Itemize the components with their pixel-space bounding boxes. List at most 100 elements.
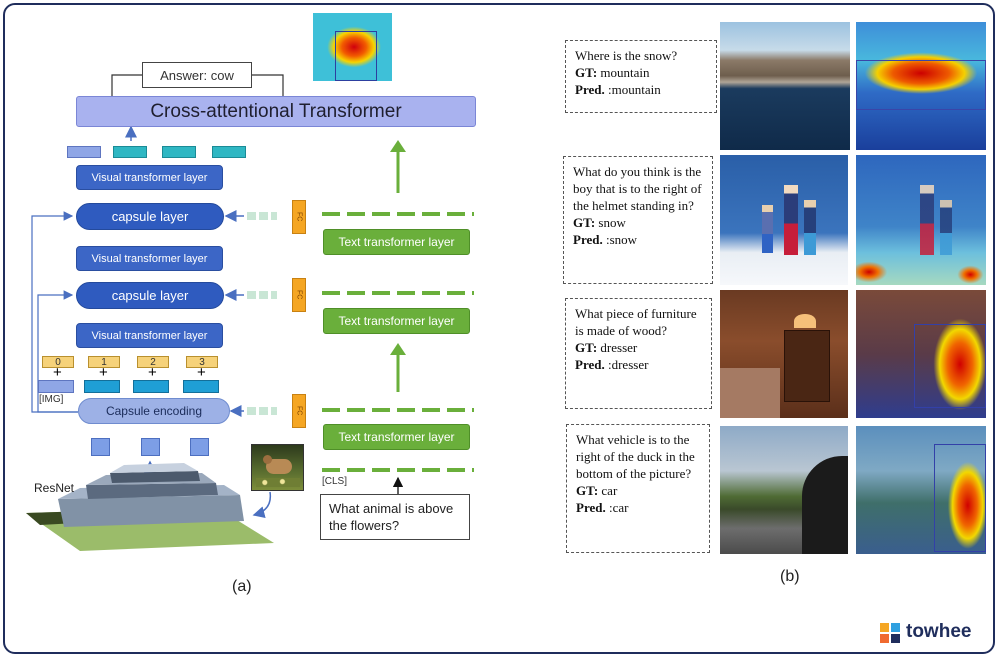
gt-value: car xyxy=(601,483,618,498)
text-layer-label: Text transformer layer xyxy=(338,235,455,249)
child-figure xyxy=(920,185,934,255)
plus-sign: + xyxy=(197,364,206,381)
attention-bbox xyxy=(856,60,986,110)
gt-value: dresser xyxy=(600,340,638,355)
panel-label-b: (b) xyxy=(780,568,800,585)
gt-value: snow xyxy=(598,215,626,230)
output-token xyxy=(162,146,196,158)
fc-block-2: FC xyxy=(292,200,306,234)
position-index: 1 xyxy=(88,356,120,368)
answer-label: Answer: cow xyxy=(160,67,234,83)
example-1-image xyxy=(720,22,850,150)
text-token-row xyxy=(322,212,474,216)
attention-bbox xyxy=(934,444,986,552)
fc-feature-strip xyxy=(247,212,277,220)
input-image-cow xyxy=(251,444,304,491)
img-token-label: [IMG] xyxy=(39,394,64,405)
visual-layer-label: Visual transformer layer xyxy=(91,252,208,265)
fc-feature-strip xyxy=(247,291,277,299)
gt-label: GT: xyxy=(573,215,596,230)
patch-token xyxy=(84,380,120,393)
gt-label: GT: xyxy=(575,65,598,80)
resnet-feature xyxy=(141,438,160,456)
attention-bbox xyxy=(914,324,986,408)
cross-attentional-transformer: Cross-attentional Transformer xyxy=(76,96,476,127)
example-4-image xyxy=(720,426,848,554)
position-index: 0 xyxy=(42,356,74,368)
text-layer-label: Text transformer layer xyxy=(338,314,455,328)
attention-bbox xyxy=(335,31,377,81)
example-4-heatmap xyxy=(856,426,986,554)
pred-label: Pred. xyxy=(575,357,605,372)
question-text: What animal is above the flowers? xyxy=(329,501,454,533)
example-3-image xyxy=(720,290,848,418)
visual-transformer-layer-3: Visual transformer layer xyxy=(76,165,223,190)
answer-box: Answer: cow xyxy=(142,62,252,88)
question-box: What animal is above the flowers? xyxy=(320,494,470,540)
resnet-feature xyxy=(91,438,110,456)
resnet-label: ResNet xyxy=(34,481,75,495)
gt-label: GT: xyxy=(576,483,599,498)
capsule-encoding-label: Capsule encoding xyxy=(105,404,203,418)
cow-head xyxy=(263,455,272,464)
patch-token xyxy=(133,380,169,393)
resnet-pyramid xyxy=(26,463,274,551)
pred-label: Pred. xyxy=(573,232,603,247)
bed xyxy=(720,368,780,418)
capsule-layer-2: capsule layer xyxy=(76,203,224,230)
capsule-layer-1: capsule layer xyxy=(76,282,224,309)
plus-sign: + xyxy=(99,364,108,381)
fc-block-1: FC xyxy=(292,278,306,312)
fc-block-0: FC xyxy=(292,394,306,428)
towhee-logo-icon xyxy=(880,623,900,643)
child-figure xyxy=(940,200,952,255)
output-token xyxy=(212,146,246,158)
pred-value: :snow xyxy=(605,232,638,247)
cls-token-label: [CLS] xyxy=(322,476,348,487)
text-transformer-layer-1: Text transformer layer xyxy=(323,424,470,450)
text-layer-label: Text transformer layer xyxy=(338,430,455,444)
visual-layer-label: Visual transformer layer xyxy=(91,329,208,342)
example-question: Where is the snow? xyxy=(575,48,678,63)
capsule-layer-label: capsule layer xyxy=(111,288,189,303)
output-token xyxy=(67,146,101,158)
position-index: 2 xyxy=(137,356,169,368)
resnet-feature xyxy=(190,438,209,456)
example-1-heatmap xyxy=(856,22,986,150)
example-question: What vehicle is to the right of the duck… xyxy=(576,432,695,481)
example-3-heatmap xyxy=(856,290,986,418)
car-mirror xyxy=(802,456,848,554)
example-question: What piece of furniture is made of wood? xyxy=(575,306,697,338)
plus-sign: + xyxy=(148,364,157,381)
pred-value: :mountain xyxy=(607,82,661,97)
child-figure xyxy=(804,200,816,255)
output-token xyxy=(113,146,147,158)
child-figure xyxy=(784,185,798,255)
dresser xyxy=(784,330,830,402)
example-1-text: Where is the snow? GT: mountain Pred. :m… xyxy=(565,40,717,113)
pred-value: :dresser xyxy=(607,357,649,372)
capsule-layer-label: capsule layer xyxy=(111,209,189,224)
capsule-encoding: Capsule encoding xyxy=(78,398,230,424)
patch-token xyxy=(183,380,219,393)
towhee-logo: towhee xyxy=(880,621,990,644)
gt-value: mountain xyxy=(600,65,650,80)
flowers xyxy=(256,478,300,487)
pred-label: Pred. xyxy=(575,82,605,97)
text-token-row xyxy=(322,291,474,295)
cross-transformer-label: Cross-attentional Transformer xyxy=(150,100,402,122)
outer-border xyxy=(3,3,995,654)
visual-layer-label: Visual transformer layer xyxy=(91,171,208,184)
text-token-row xyxy=(322,468,474,472)
example-3-text: What piece of furniture is made of wood?… xyxy=(565,298,712,409)
cow-shape xyxy=(266,459,292,474)
gt-label: GT: xyxy=(575,340,598,355)
example-question: What do you think is the boy that is to … xyxy=(573,164,702,213)
plus-sign: + xyxy=(53,364,62,381)
visual-transformer-layer-2: Visual transformer layer xyxy=(76,246,223,271)
text-token-row xyxy=(322,408,474,412)
text-transformer-layer-3: Text transformer layer xyxy=(323,229,470,255)
example-4-text: What vehicle is to the right of the duck… xyxy=(566,424,710,553)
fc-feature-strip xyxy=(247,407,277,415)
